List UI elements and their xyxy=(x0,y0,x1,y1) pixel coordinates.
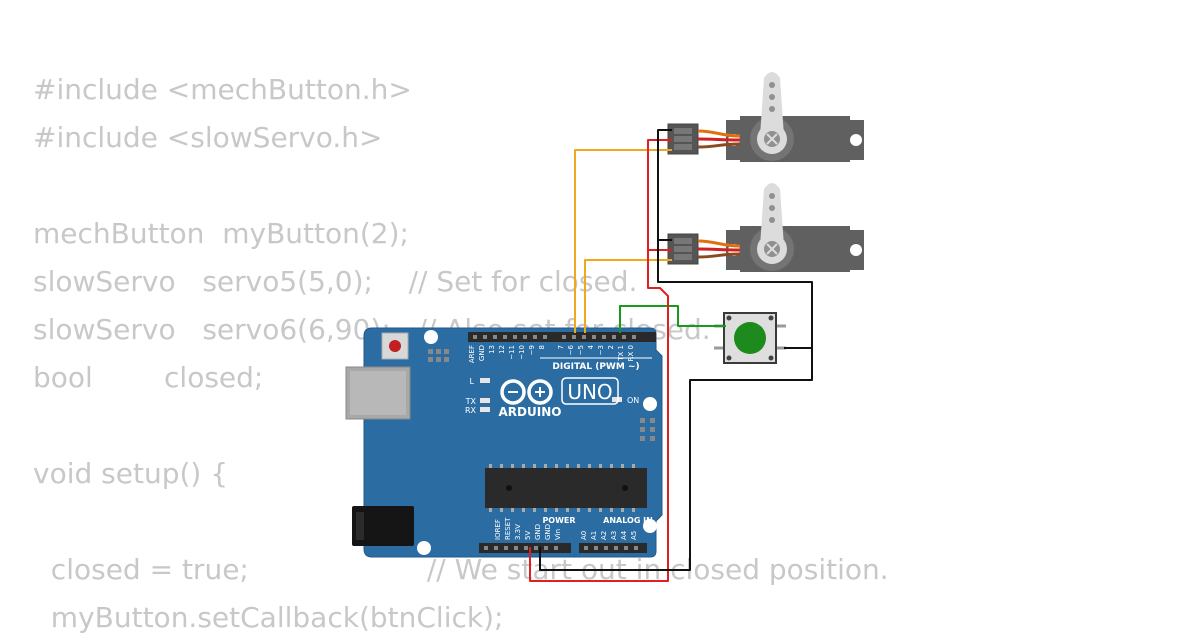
wire-ground xyxy=(657,129,813,348)
led-rx xyxy=(480,407,490,412)
pin-label: 5V xyxy=(524,531,532,540)
servo-motor-icon[interactable] xyxy=(726,183,864,272)
pin-label: ~10 xyxy=(518,345,526,360)
analog-header xyxy=(579,543,647,553)
led-label-rx: RX xyxy=(465,406,477,415)
wire-servo-signal xyxy=(584,259,672,333)
dc-power-jack xyxy=(352,506,414,546)
wire-button xyxy=(619,305,726,333)
analog-label: ANALOG IN xyxy=(603,516,653,525)
pin-label: TX 1 xyxy=(617,345,625,362)
pin-label: 2 xyxy=(607,345,615,349)
led-l xyxy=(480,378,490,383)
code-line: myButton.setCallback(btnClick); xyxy=(33,601,504,634)
pin-label: RX 0 xyxy=(627,345,635,361)
pin-label: A5 xyxy=(630,531,638,540)
pin-label: Vin xyxy=(554,529,562,540)
code-line: #include <mechButton.h> xyxy=(33,73,412,106)
pin-label: 4 xyxy=(587,344,595,349)
pin-label: ~3 xyxy=(597,345,605,355)
arduino-uno-board[interactable]: AREF GND 13 12 ~11 ~10 ~9 8 7 ~6 ~5 4 ~3… xyxy=(345,327,663,558)
pin-label: 12 xyxy=(498,345,506,354)
pin-label: 3.3V xyxy=(514,524,522,540)
led-label-tx: TX xyxy=(465,397,477,406)
pushbutton-icon[interactable] xyxy=(714,312,786,364)
code-line: bool closed; xyxy=(33,361,264,394)
servo-horn xyxy=(760,72,784,136)
servo-connector xyxy=(667,233,741,265)
power-label: POWER xyxy=(542,516,575,525)
led-label-on: ON xyxy=(627,396,639,405)
pin-label: AREF xyxy=(468,345,476,363)
mounting-hole xyxy=(417,541,431,555)
icsp-header xyxy=(428,349,449,362)
pin-label: ~5 xyxy=(577,345,585,355)
code-line: #include <slowServo.h> xyxy=(33,121,383,154)
pin-label: GND xyxy=(478,345,486,361)
mounting-hole xyxy=(643,519,657,533)
code-editor[interactable]: #include <mechButton.h> #include <slowSer… xyxy=(33,66,889,642)
board-brand: ARDUINO xyxy=(499,405,562,419)
pin-label: ~9 xyxy=(528,345,536,355)
pin-label: A4 xyxy=(620,530,628,540)
code-line: slowServo servo5(5,0); // Set for closed… xyxy=(33,265,638,298)
pin-label: 7 xyxy=(557,345,565,349)
mounting-hole xyxy=(643,397,657,411)
servo-horn xyxy=(760,183,784,246)
pin-label: A0 xyxy=(580,531,588,540)
pin-label: ~6 xyxy=(567,344,575,355)
atmega-chip xyxy=(485,464,647,512)
pin-label: A3 xyxy=(610,531,618,540)
led-tx xyxy=(480,398,490,403)
pin-label: ~11 xyxy=(508,345,516,360)
led-label-l: L xyxy=(470,377,475,386)
servo-motor-icon[interactable] xyxy=(726,72,864,162)
pin-label: IOREF xyxy=(494,519,502,540)
pin-label: RESET xyxy=(504,517,512,540)
wire-power xyxy=(529,139,672,582)
mounting-hole xyxy=(424,330,438,344)
pin-label: 8 xyxy=(538,345,546,349)
icsp-header-right xyxy=(640,418,655,441)
code-line: void setup() { xyxy=(33,457,229,490)
arduino-infinity-logo-icon xyxy=(500,379,553,405)
pin-label: A1 xyxy=(590,531,598,540)
led-on xyxy=(612,397,622,402)
board-model: UNO xyxy=(567,380,612,404)
code-line: mechButton myButton(2); xyxy=(33,217,409,250)
wire-servo-signal xyxy=(574,149,672,333)
pin-label: GND xyxy=(544,524,552,540)
digital-label: DIGITAL (PWM ~) xyxy=(552,362,639,372)
pin-label: A2 xyxy=(600,531,608,540)
pin-label: 13 xyxy=(488,345,496,354)
pin-label: GND xyxy=(534,524,542,540)
